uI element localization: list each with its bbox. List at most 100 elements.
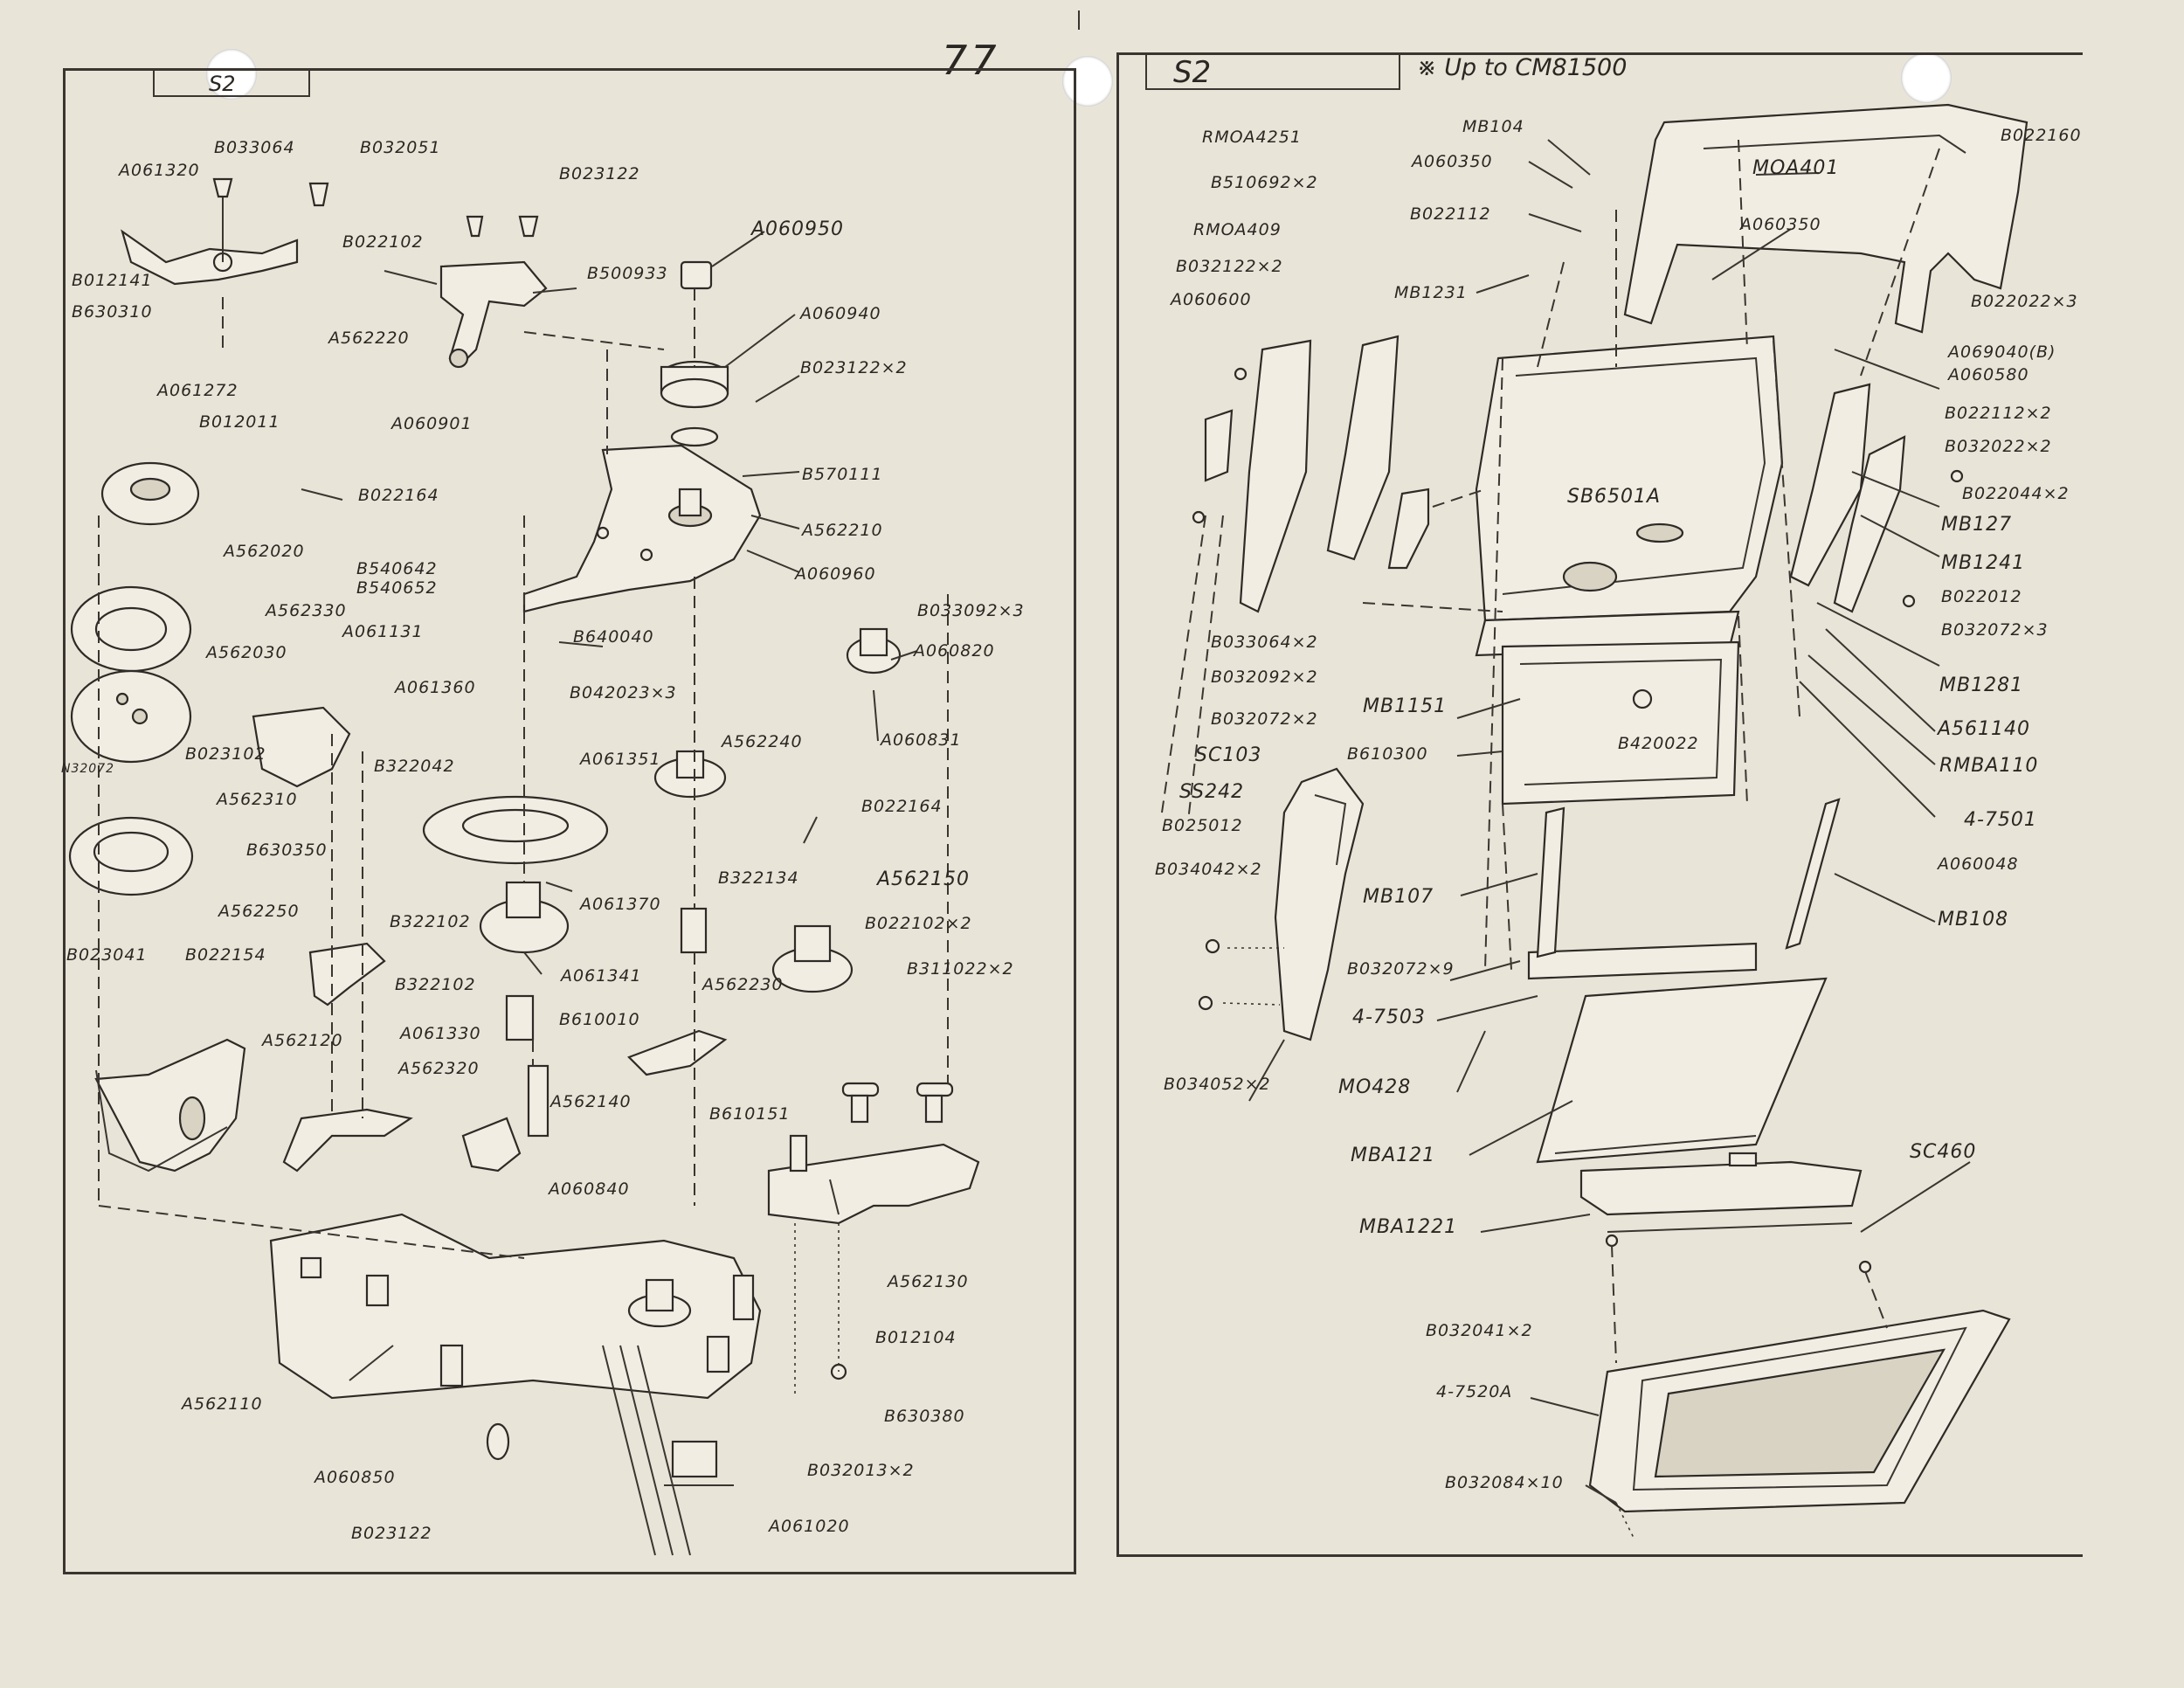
part-label: B630350 xyxy=(246,841,328,860)
part-label: B025012 xyxy=(1162,816,1243,835)
section-tab-right: S2 xyxy=(1145,55,1400,90)
page-number: 77 xyxy=(942,37,1000,84)
part-label: B022154 xyxy=(185,945,266,965)
part-label: B032072×2 xyxy=(1211,709,1318,729)
part-label: B022022×3 xyxy=(1971,292,2078,311)
part-label: MBA121 xyxy=(1351,1145,1436,1166)
part-label: B023122×2 xyxy=(800,358,908,377)
part-label: A562110 xyxy=(182,1394,263,1414)
part-label: B032022×2 xyxy=(1945,437,2052,456)
part-label: A060820 xyxy=(914,641,995,661)
part-label: A562150 xyxy=(877,868,971,890)
part-label: A562310 xyxy=(217,790,298,809)
part-label: B012104 xyxy=(875,1328,957,1347)
part-label: B023122 xyxy=(351,1524,432,1543)
part-label: A061020 xyxy=(769,1517,850,1536)
part-label: RMOA4251 xyxy=(1202,128,1302,147)
part-label: B032013×2 xyxy=(807,1461,915,1480)
part-label: B630380 xyxy=(884,1407,965,1426)
right-exploded-view: S2 xyxy=(1116,52,2083,1557)
part-label: A061351 xyxy=(580,750,661,769)
part-label: A562250 xyxy=(218,902,300,921)
part-label: B022102 xyxy=(342,232,424,252)
part-label: SC460 xyxy=(1910,1141,1977,1163)
part-label: B032041×2 xyxy=(1426,1321,1533,1340)
part-label: B540642 xyxy=(356,559,438,578)
part-label: B033064 xyxy=(214,138,295,157)
part-label: B610300 xyxy=(1347,744,1428,764)
part-label: B022102×2 xyxy=(865,914,972,933)
part-label: SS242 xyxy=(1179,781,1245,803)
part-label: B023122 xyxy=(559,164,640,183)
part-label: B033092×3 xyxy=(917,601,1025,620)
part-label: B022012 xyxy=(1941,587,2022,606)
part-label: A562120 xyxy=(262,1031,343,1050)
part-label: A561140 xyxy=(1938,718,2031,740)
part-label: A061330 xyxy=(400,1024,481,1043)
part-label: B032072×9 xyxy=(1347,959,1455,979)
part-label: B032051 xyxy=(360,138,441,157)
part-label: A061272 xyxy=(157,381,238,400)
binder-hole-center xyxy=(1062,56,1113,107)
part-label: MOA401 xyxy=(1752,157,1840,179)
part-label: B032122×2 xyxy=(1176,257,1283,276)
part-label: B042023×3 xyxy=(570,683,677,702)
part-label: B322102 xyxy=(395,975,476,994)
part-label: MB1241 xyxy=(1941,552,2026,574)
section-tab-left: S2 xyxy=(153,71,310,97)
part-label: A060350 xyxy=(1740,215,1821,234)
part-label: B022164 xyxy=(861,797,943,816)
serial-note: ※ Up to CM81500 xyxy=(1417,54,1628,81)
part-label: B034052×2 xyxy=(1164,1075,1271,1094)
part-label: MB108 xyxy=(1938,909,2009,930)
part-label: A562330 xyxy=(266,601,347,620)
part-label: A562210 xyxy=(802,521,883,540)
part-label: B012011 xyxy=(199,412,280,432)
part-label: RMBA110 xyxy=(1939,755,2039,777)
part-label: B420022 xyxy=(1618,734,1699,753)
left-exploded-view: S2 xyxy=(63,68,1076,1574)
part-label: MBA1221 xyxy=(1359,1216,1458,1238)
part-label: A060048 xyxy=(1938,854,2019,874)
part-label: SB6501A xyxy=(1567,486,1662,508)
part-label: A562030 xyxy=(206,643,287,662)
part-label: A562130 xyxy=(888,1272,969,1291)
part-label: B022112×2 xyxy=(1945,404,2052,423)
part-label: B510692×2 xyxy=(1211,173,1318,192)
part-label: A069040(B) xyxy=(1948,342,2056,362)
binder-hole-right xyxy=(1901,52,1952,103)
part-label: B322102 xyxy=(390,912,471,931)
part-label: A562020 xyxy=(224,542,305,561)
part-label: B322134 xyxy=(718,868,799,888)
part-label: B311022×2 xyxy=(907,959,1014,979)
part-label: B610010 xyxy=(559,1010,640,1029)
binder-hole-left xyxy=(206,49,257,100)
part-label: B022160 xyxy=(2001,126,2082,145)
part-label: SC103 xyxy=(1195,744,1262,766)
part-label: MB127 xyxy=(1941,514,2013,536)
part-label: A060580 xyxy=(1948,365,2029,384)
part-label: A061320 xyxy=(119,161,200,180)
part-label: B023041 xyxy=(66,945,148,965)
part-label: B570111 xyxy=(802,465,883,484)
part-label: 4-7520A xyxy=(1436,1382,1513,1401)
part-label: A060831 xyxy=(881,730,962,750)
part-label: A562230 xyxy=(702,975,784,994)
part-label: A060600 xyxy=(1171,290,1252,309)
fold-mark xyxy=(1078,10,1080,30)
part-label: B032092×2 xyxy=(1211,668,1318,687)
part-label: A061370 xyxy=(580,895,661,914)
part-label: B032072×3 xyxy=(1941,620,2049,640)
part-label: A060840 xyxy=(549,1180,630,1199)
part-label: A060350 xyxy=(1412,152,1493,171)
part-label: A061360 xyxy=(395,678,476,697)
part-label: A060940 xyxy=(800,304,881,323)
part-label: RMOA409 xyxy=(1193,220,1282,239)
part-label: MO428 xyxy=(1338,1076,1412,1098)
part-label: A060850 xyxy=(314,1468,396,1487)
part-label: A562220 xyxy=(328,329,410,348)
part-label: A562320 xyxy=(398,1059,480,1078)
part-label: B012141 xyxy=(72,271,153,290)
